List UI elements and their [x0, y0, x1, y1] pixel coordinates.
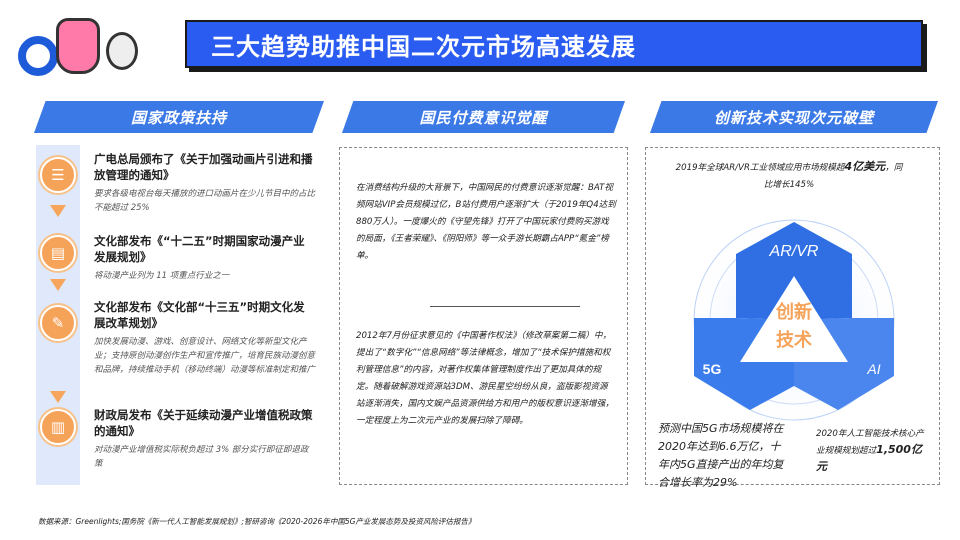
label-5g: 5G [703, 361, 722, 377]
center-triangle [740, 276, 848, 362]
arrow-down-icon [50, 279, 66, 291]
stat-text: 2019年全球AR/VR工业领域应用市场规模超 [675, 163, 845, 173]
column-heading-payment: 国民付费意识觉醒 [342, 101, 625, 133]
logo-ring-icon [18, 36, 58, 76]
policy-title: 财政局发布《关于延续动漫产业增值税政策的通知》 [94, 408, 313, 438]
brand-logo [6, 10, 146, 76]
page-title-bar: 三大趋势助推中国二次元市场高速发展 [185, 20, 923, 68]
policy-timeline: ☰ 广电总局颁布了《关于加强动画片引进和播放管理的通知》 要求各级电视台每天播放… [36, 145, 320, 485]
policy-title: 文化部发布《文化部“十三五”时期文化发展改革规划》 [94, 300, 305, 330]
center-label-line1: 创新 [775, 301, 812, 323]
speaker-icon [106, 32, 138, 70]
stat-text: 2020年人工智能技术核心产业规模规划超过 [816, 429, 924, 456]
label-ai: AI [866, 361, 880, 377]
awareness-paragraph-1: 在消费结构升级的大背景下，中国网民的付费意识逐渐觉醒：BAT视频网站VIP会员规… [356, 183, 616, 261]
center-label-line2: 技术 [776, 329, 812, 351]
arrow-down-icon [50, 391, 66, 403]
column-heading-tech: 创新技术实现次元破壁 [650, 101, 938, 133]
document-icon: ☰ [40, 157, 76, 193]
awareness-paragraph-2: 2012年7月份征求意见的《中国著作权法》（修改草案第二稿）中，提出了“数字化”… [356, 331, 614, 426]
arvr-segment [736, 222, 852, 320]
policy-desc: 加快发展动漫、游戏、创意设计、网络文化等新型文化产业；支持原创动漫创作生产和宣传… [94, 337, 316, 375]
tech-triangle-diagram: AR/VR 5G AI 创新 技术 [682, 208, 906, 432]
policy-title: 文化部发布《“十二五”时期国家动漫产业发展规划》 [94, 234, 305, 264]
policy-desc: 要求各级电视台每天播放的进口动画片在少儿节目中的占比不能超过 25% [94, 189, 316, 213]
column-heading-policy: 国家政策扶持 [34, 101, 324, 133]
section-divider [430, 306, 580, 307]
payment-awareness-panel: 在消费结构升级的大背景下，中国网民的付费意识逐渐觉醒：BAT视频网站VIP会员规… [339, 147, 628, 485]
notebook-icon: ▤ [40, 235, 76, 271]
arrow-down-icon [50, 205, 66, 217]
peace-hand-icon [56, 18, 100, 74]
stat-value: 1,500亿元 [816, 443, 922, 473]
policy-desc: 对动漫产业增值税实际税负超过 3% 部分实行即征即退政策 [94, 445, 309, 469]
policy-desc: 将动漫产业列为 11 项重点行业之一 [94, 271, 230, 281]
5g-market-stat: 预测中国5G市场规模将在2020年达到6.6万亿，十年内5G直接产出的年均复合增… [658, 422, 784, 489]
book-icon: ▥ [40, 409, 76, 445]
page-title: 三大趋势助推中国二次元市场高速发展 [211, 32, 636, 61]
stat-text: ，同比增长145% [763, 163, 903, 190]
label-arvr: AR/VR [769, 243, 819, 260]
edit-icon: ✎ [40, 305, 76, 341]
tech-panel: 2019年全球AR/VR工业领域应用市场规模超4亿美元，同比增长145% AR/… [645, 147, 940, 489]
stat-value: 4亿美元 [844, 160, 886, 173]
policy-title: 广电总局颁布了《关于加强动画片引进和播放管理的通知》 [94, 152, 313, 182]
ai-industry-stat: 2020年人工智能技术核心产业规模规划超过1,500亿元 [816, 426, 932, 476]
data-source-note: 数据来源：Greenlights;国务院《新一代人工智能发展规划》;智研咨询《2… [38, 517, 476, 526]
arvr-market-stat: 2019年全球AR/VR工业领域应用市场规模超4亿美元，同比增长145% [674, 158, 904, 194]
